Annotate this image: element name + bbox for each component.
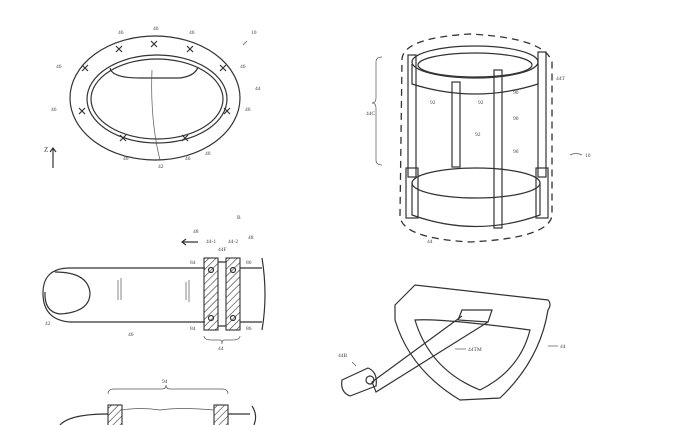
label-sensor: 46	[240, 64, 246, 70]
label-base: 44	[427, 239, 433, 245]
label-ref: B	[237, 215, 241, 221]
finger-outline	[70, 267, 205, 323]
direction-arrow-icon	[181, 238, 198, 246]
band-segment-1	[203, 257, 219, 331]
finger-outline	[59, 405, 257, 425]
band-segment	[213, 404, 229, 425]
figure-cylinder-cage: 44C 44T 92 92 92 90 90 90 10 44	[366, 33, 591, 245]
label-upper: 44C	[366, 111, 376, 117]
upper-brace	[371, 56, 383, 166]
label-gap: 92	[478, 100, 484, 106]
leader-line	[151, 69, 161, 161]
label-top: 44T	[556, 76, 566, 82]
band-segment-2	[225, 257, 241, 331]
inner-band-outline	[86, 54, 228, 144]
label-strip: 44TM	[468, 347, 482, 353]
label-sensor: 46	[118, 30, 124, 36]
hand-outline	[240, 257, 266, 331]
label-part2: 44-2	[228, 239, 238, 245]
label-flex: 44F	[218, 247, 227, 253]
label-post: 90	[513, 90, 519, 96]
label-band: 44	[255, 86, 261, 92]
sensor-markers	[78, 40, 231, 142]
label-part1: 44-1	[206, 239, 216, 245]
label-nail: 42	[45, 321, 51, 327]
axis-label-z: Z	[44, 146, 48, 154]
label-body: 44	[560, 344, 566, 350]
label-band: 44	[218, 346, 224, 352]
label-left-sensor: 84	[190, 326, 196, 332]
band-segment	[107, 404, 123, 425]
band-brace	[203, 335, 241, 345]
label-ref2: 48	[248, 235, 254, 241]
label-right-sensor: 86	[246, 326, 252, 332]
label-left-sensor: 84	[190, 260, 196, 266]
label-inner: 40	[205, 151, 211, 157]
sensor-dot	[207, 266, 215, 274]
ref-arrow	[351, 361, 357, 367]
ref-arrow	[242, 40, 248, 46]
label-ref: 44B	[338, 353, 348, 359]
label-post: 90	[513, 149, 519, 155]
base-ring-side	[411, 183, 541, 228]
dashed-boundary	[399, 33, 553, 243]
label-sensor: 46	[51, 107, 57, 113]
ref-leader	[569, 153, 583, 156]
figure-finger-band: 48 B 44-1 44-2 44F 48 84 84 86 86 44 42 …	[42, 215, 266, 352]
label-direction: 48	[193, 229, 199, 235]
sensor-dot	[207, 314, 215, 322]
display-region	[109, 66, 199, 79]
label-sensor: 46	[153, 26, 159, 32]
wavy-connector	[121, 408, 215, 411]
top-ring-side	[411, 64, 539, 95]
label-finger: 46	[128, 332, 134, 338]
inner-opening	[90, 58, 224, 140]
figure-oval-band: 46 46 46 46 46 46 46 46 46 44 40 42 10 Z	[44, 26, 261, 170]
span-brace	[107, 384, 229, 395]
label-sensor: 46	[189, 30, 195, 36]
label-ref: 10	[251, 30, 257, 36]
base-ring	[411, 167, 541, 199]
label-interior: 92	[475, 132, 481, 138]
axis-arrow-icon	[49, 147, 57, 168]
rolled-strip	[341, 367, 377, 397]
label-sensor: 46	[123, 156, 129, 162]
label-ref: 10	[585, 153, 591, 159]
label-right-sensor: 86	[246, 260, 252, 266]
posts	[405, 51, 549, 229]
strip	[371, 315, 489, 393]
label-sensor: 46	[245, 107, 251, 113]
roll-spiral	[365, 375, 375, 385]
label-span: 94	[162, 379, 168, 385]
bracket-body	[394, 284, 551, 401]
label-sensor: 46	[185, 156, 191, 162]
label-display: 42	[158, 164, 164, 170]
label-sensor: 46	[56, 64, 62, 70]
label-post: 90	[513, 116, 519, 122]
figure-bracket-strip: 44B 44TM 44	[338, 284, 566, 401]
strip-slot	[457, 309, 493, 323]
top-ring-inner	[417, 52, 533, 78]
sensor-dot	[229, 266, 237, 274]
finger-creases	[117, 278, 190, 302]
flex-link	[218, 261, 226, 327]
fingertip-outline	[42, 267, 71, 323]
sensor-dot	[229, 314, 237, 322]
label-gap: 92	[430, 100, 436, 106]
figure-bottom-band: 94	[59, 379, 257, 425]
outer-band-outline	[69, 35, 241, 161]
fingernail	[44, 271, 91, 315]
